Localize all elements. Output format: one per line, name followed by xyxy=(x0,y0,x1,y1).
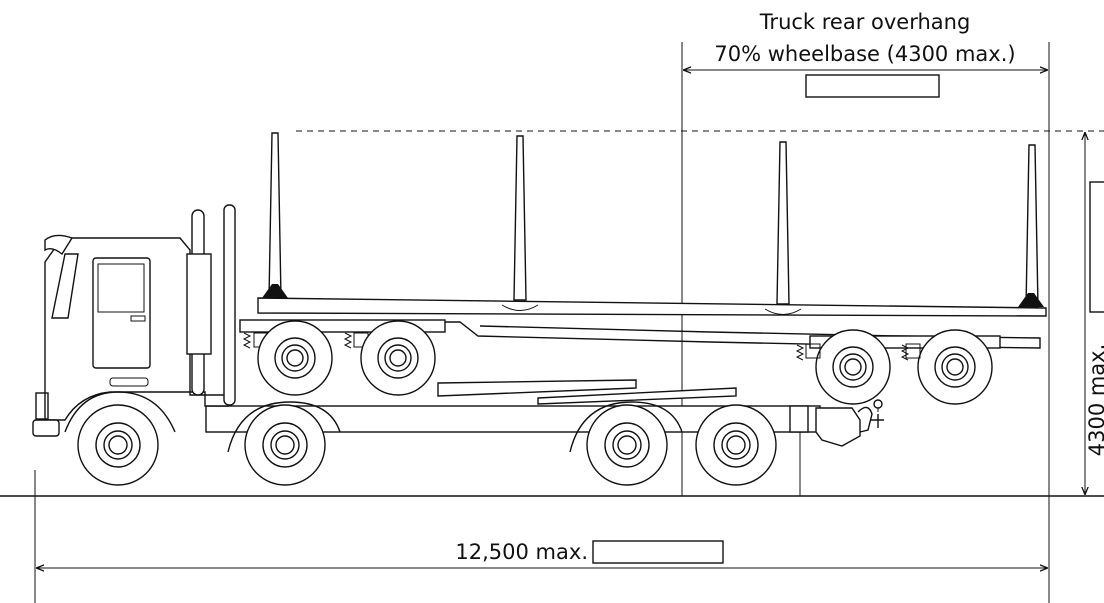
stake-4 xyxy=(1025,144,1039,308)
trailer-wheel-rear xyxy=(917,329,993,405)
overhang-title-label: Truck rear overhang xyxy=(759,10,971,34)
overhang-value-label: 70% wheelbase (4300 max.) xyxy=(714,42,1015,66)
truck-drive-wheel-3 xyxy=(695,404,777,486)
hitch-hook xyxy=(857,406,884,433)
upper-bogie xyxy=(239,319,446,396)
truck-tractor xyxy=(32,204,884,496)
step-plate xyxy=(109,377,149,387)
truck-drive-wheel-2 xyxy=(586,404,668,486)
rear-coupling xyxy=(815,407,861,447)
upper-spring-1 xyxy=(242,332,252,349)
windshield xyxy=(51,253,79,319)
stake-3 xyxy=(776,141,790,305)
bunk-saddle-2 xyxy=(501,304,539,311)
stake-1 xyxy=(268,132,282,299)
log-trailer xyxy=(437,321,1041,405)
log-deck xyxy=(257,297,1047,317)
front-fender xyxy=(64,391,176,433)
front-grille-lower xyxy=(35,392,49,420)
overhang-answer-box[interactable] xyxy=(805,74,940,98)
cab-visor xyxy=(44,234,74,256)
overall-height-answer-box[interactable] xyxy=(1089,181,1104,313)
overall-length-answer-box[interactable] xyxy=(592,540,724,564)
overall-height-label: 4300 max. xyxy=(1085,344,1104,457)
log-rail-upper xyxy=(437,379,637,397)
headache-rack-post xyxy=(223,204,236,406)
door-handle xyxy=(130,315,146,322)
trailer-spring-rear xyxy=(900,344,910,361)
hitch-pin xyxy=(873,399,883,409)
door-window-inner xyxy=(97,263,145,313)
trailer-spring-front xyxy=(795,344,805,361)
upper-wheel-front xyxy=(257,320,333,396)
front-bumper xyxy=(32,419,60,437)
truck-front-wheel xyxy=(77,404,159,486)
stake-base-1 xyxy=(262,284,288,298)
cab-side-window xyxy=(92,257,151,369)
stake-base-4 xyxy=(1018,293,1044,307)
rear-crossmember xyxy=(789,405,809,433)
trailer-wheel-front xyxy=(815,329,891,405)
trailer-spring-box-rear xyxy=(905,343,921,359)
trailer-spring-box-front xyxy=(805,343,821,359)
stake-2 xyxy=(513,135,527,301)
air-intake xyxy=(186,253,212,355)
upper-spring-2 xyxy=(343,332,353,349)
drive-fender-1 xyxy=(227,401,341,453)
overall-length-label: 12,500 max. xyxy=(455,540,588,564)
truck-drive-wheel-1 xyxy=(244,404,326,486)
log-bunk-deck xyxy=(257,132,1047,317)
upper-wheel-rear xyxy=(360,320,436,396)
drive-fender-2 xyxy=(569,401,683,453)
bunk-saddle-3 xyxy=(764,308,802,315)
log-rail-lower xyxy=(537,387,737,405)
